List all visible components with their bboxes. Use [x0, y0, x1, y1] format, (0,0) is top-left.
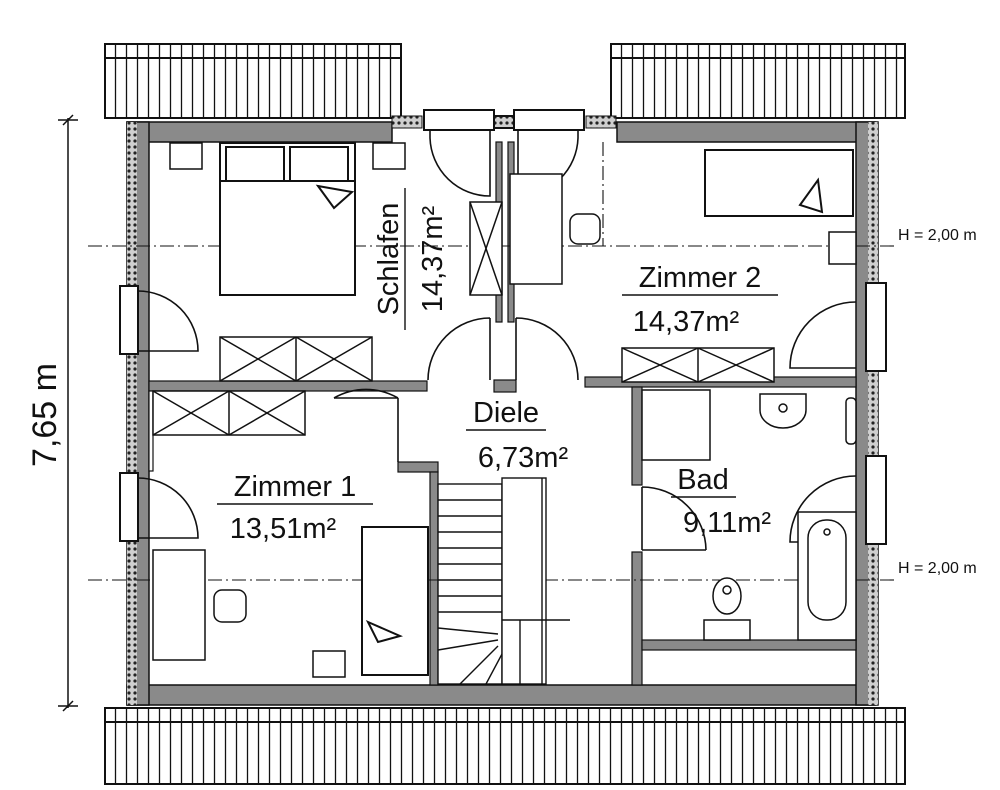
- dimension-line: [58, 114, 78, 712]
- room-area-zimmer2: 14,37m²: [633, 306, 740, 338]
- room-area-schlafen: 14,37m²: [417, 205, 449, 312]
- wall-insulation: [127, 115, 878, 705]
- wardrobe-zimmer1: [152, 390, 306, 436]
- left-windows: [119, 285, 139, 542]
- right-windows: [865, 282, 887, 545]
- room-area-zimmer1: 13,51m²: [230, 513, 337, 545]
- desk-zimmer1: [152, 549, 346, 678]
- roof-top-left: [104, 43, 402, 119]
- bed-zimmer1: [361, 526, 429, 676]
- room-name-zimmer1: Zimmer 1: [234, 471, 356, 503]
- door-swings: [137, 130, 857, 551]
- depth-dimension-label: 7,65 m: [26, 363, 64, 467]
- roof-top-right: [610, 43, 906, 119]
- bed-zimmer2: [704, 149, 854, 217]
- top-windows: [423, 109, 585, 131]
- room-name-bad: Bad: [677, 464, 729, 496]
- room-name-diele: Diele: [473, 397, 539, 429]
- staircase: [437, 477, 570, 685]
- room-area-diele: 6,73m²: [478, 442, 569, 474]
- wardrobe-zimmer2: [621, 347, 775, 383]
- wardrobe-schlafen: [219, 336, 373, 382]
- nightstands-schlafen: [169, 142, 406, 170]
- roof-bottom: [104, 707, 906, 785]
- room-area-bad: 9,11m²: [683, 507, 771, 539]
- room-name-zimmer2: Zimmer 2: [639, 262, 761, 294]
- desk-zimmer2: [509, 173, 857, 285]
- wardrobe-hall: [469, 201, 503, 296]
- double-bed: [219, 142, 356, 296]
- room-name-schlafen: Schlafen: [373, 203, 405, 316]
- bathroom-fixtures: [641, 389, 857, 641]
- height-label-lower: H = 2,00 m: [898, 560, 977, 577]
- height-label-upper: H = 2,00 m: [898, 227, 977, 244]
